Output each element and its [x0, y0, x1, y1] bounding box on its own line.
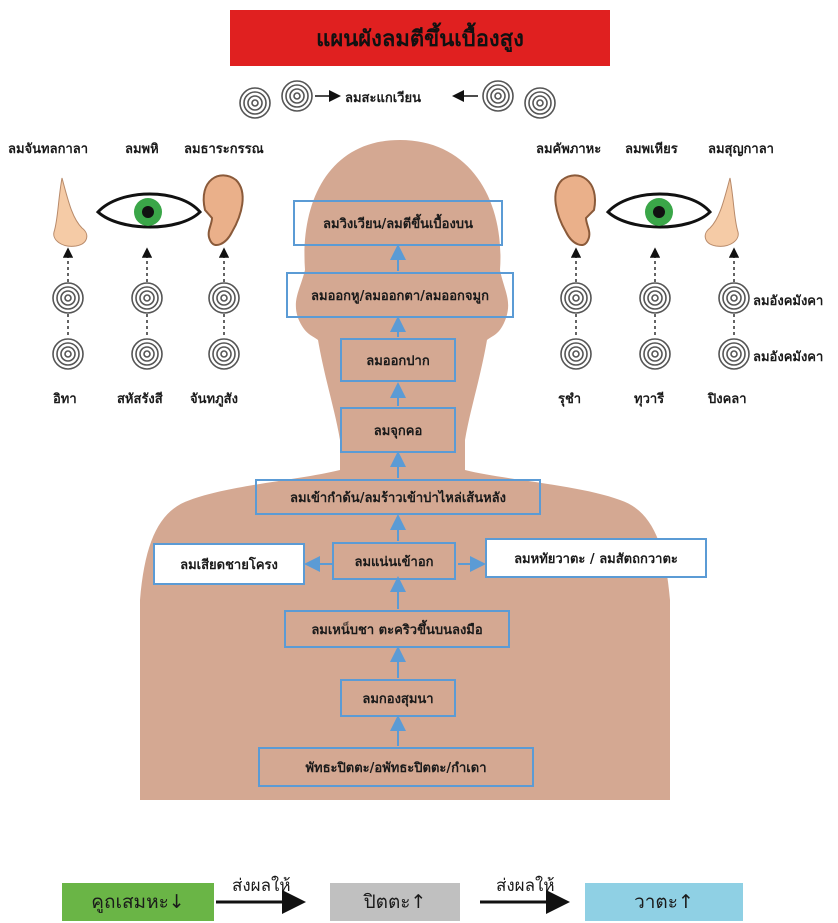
top-wind-label: ลมสะแกเวียน	[345, 91, 421, 106]
left-label-3: ลมธาระกรรณ	[184, 142, 264, 157]
nose-icon	[53, 177, 88, 247]
right-side-label-1: ลมอังคมังคา	[753, 294, 824, 309]
arrow-label-1: ส่งผลให้	[232, 876, 291, 896]
left-bottom-label-3: จันทภูสัง	[190, 392, 238, 407]
flow-box-heart: ลมหทัยวาตะ / ลมสัตถกวาตะ	[485, 538, 707, 578]
arrow-label-2: ส่งผลให้	[496, 876, 555, 896]
right-bottom-label-3: ปิงคลา	[708, 392, 747, 407]
right-channels	[560, 247, 750, 370]
flow-box-mouth: ลมออกปาก	[340, 338, 456, 382]
flow-arrows	[304, 244, 486, 746]
wind-spiral-icon	[281, 80, 313, 112]
flow-box-ear-eye-nose: ลมออกหู/ลมออกตา/ลมออกจมูก	[286, 272, 514, 318]
right-label-1: ลมคัพภาหะ	[536, 142, 602, 157]
left-bottom-label-2: สหัสรังสี	[117, 392, 163, 407]
left-bottom-label-1: อิทา	[53, 392, 77, 407]
right-bottom-label-1: รุชำ	[558, 392, 582, 407]
page-title: แผนผังลมตีขึ้นเบื้องสูง	[230, 10, 610, 66]
ear-icon	[202, 174, 244, 247]
ear-icon	[554, 174, 597, 247]
left-label-1: ลมจันทลกาลา	[8, 142, 89, 157]
flow-box-sumana: ลมกองสุมนา	[340, 679, 456, 717]
vata-box: วาตะ↑	[585, 883, 743, 921]
flow-box-pitta: พัทธะปิตตะ/อพัทธะปิตตะ/กำเดา	[258, 747, 534, 787]
flow-box-shoulder: ลมเข้ากำด้น/ลมร้าวเข้าบ่าไหล่เส้นหลัง	[255, 479, 541, 515]
right-label-3: ลมสุญกาลา	[708, 142, 774, 157]
wind-spiral-icon	[482, 80, 514, 112]
left-channels	[52, 247, 240, 370]
wind-spiral-icon	[524, 87, 556, 119]
flow-box-dizziness: ลมวิงเวียน/ลมตีขึ้นเบื้องบน	[293, 200, 503, 246]
right-label-2: ลมพเหียร	[625, 142, 678, 157]
phlegm-box: คูถเสมหะ↓	[62, 883, 214, 921]
right-side-label-2: ลมอังคมังคา	[753, 350, 824, 365]
body-silhouette	[140, 140, 670, 800]
pitta-box: ปิตตะ↑	[330, 883, 460, 921]
nose-icon	[704, 177, 739, 247]
wind-spiral-icon	[239, 87, 271, 119]
eye-icon	[605, 192, 713, 229]
left-label-2: ลมพหิ	[125, 142, 159, 157]
flow-box-ribs: ลมเสียดชายโครง	[153, 543, 305, 585]
eye-icon	[95, 192, 203, 229]
right-bottom-label-2: ทุวารี	[634, 392, 665, 407]
flow-box-throat: ลมจุกคอ	[340, 407, 456, 453]
flow-box-chest: ลมแน่นเข้าอก	[332, 542, 456, 580]
flow-box-numbness: ลมเหน็บชา ตะคริวขึ้นบนลงมือ	[284, 610, 510, 648]
